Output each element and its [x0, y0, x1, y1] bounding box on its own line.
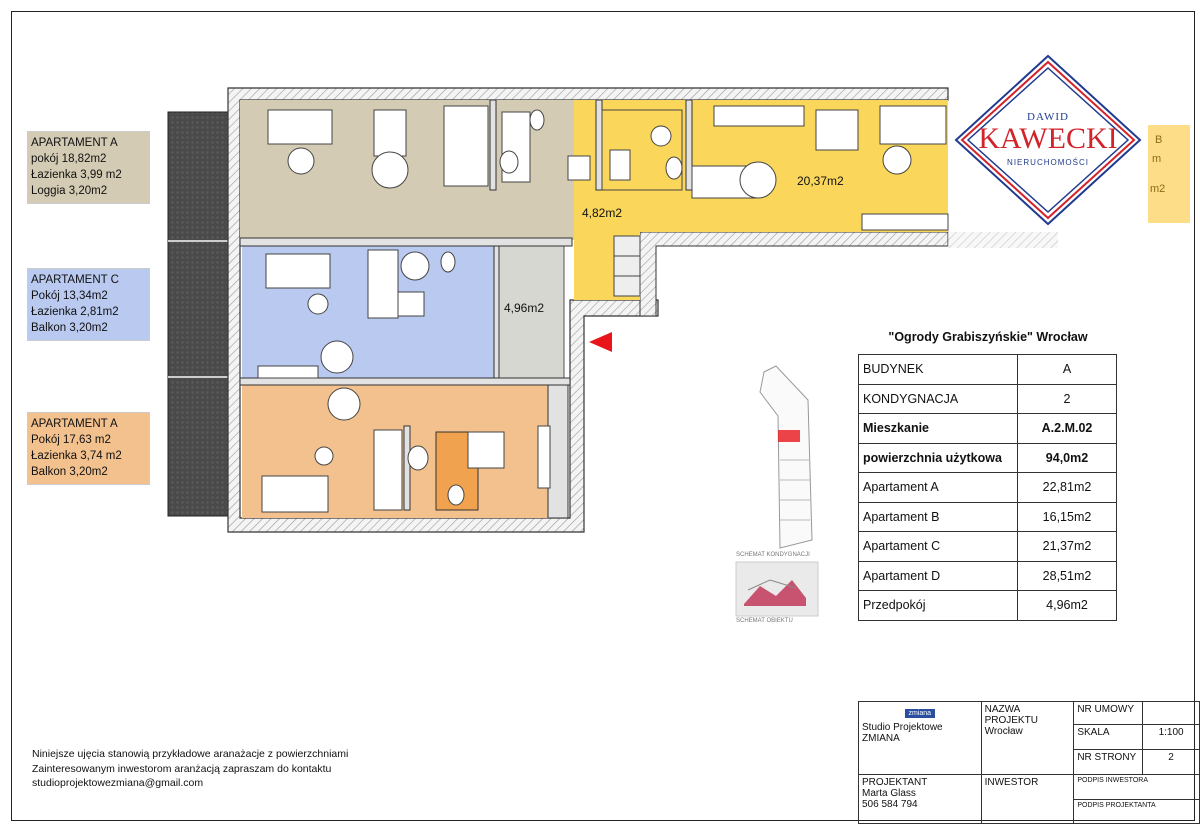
info-key: Mieszkanie — [858, 413, 1018, 444]
object-schematic — [735, 561, 819, 617]
page-label: NR STRONY — [1073, 749, 1144, 775]
hall-area-label: 4,96m2 — [504, 301, 545, 315]
note-line: Zainteresowanym inwestorom aranżacją zap… — [32, 762, 332, 775]
info-key: KONDYGNACJA — [858, 383, 1018, 414]
info-key: Apartament D — [858, 560, 1018, 591]
legend-title: APARTAMENT C — [31, 274, 119, 286]
legend-line: Pokój 17,63 m2 — [31, 434, 111, 446]
designer-name: Marta Glass — [862, 788, 916, 799]
cut-label-m2: m2 — [1150, 183, 1166, 195]
info-value: 22,81m2 — [1017, 472, 1117, 503]
room-hall — [497, 245, 565, 379]
info-value: 21,37m2 — [1017, 531, 1117, 562]
studio-logo-icon: zmiana — [904, 709, 936, 718]
footer-note: Niniejsze ujęcia stanowią przykładowe ar… — [32, 747, 348, 791]
legend-line: pokój 18,82m2 — [31, 153, 107, 165]
page-frame — [11, 11, 1195, 821]
info-value: 28,51m2 — [1017, 560, 1117, 591]
logo-sub: NIERUCHOMOŚCI — [1007, 158, 1089, 167]
scale-label: SKALA — [1073, 724, 1144, 750]
info-value: 4,96m2 — [1017, 590, 1117, 621]
cut-legend-b — [1148, 125, 1190, 223]
info-value: 16,15m2 — [1017, 501, 1117, 532]
info-key: Apartament C — [858, 531, 1018, 562]
contract-label: NR UMOWY — [1073, 701, 1144, 725]
cut-label-m: m — [1152, 153, 1162, 165]
schematic-floor-caption: SCHEMAT KONDYGNACJI — [736, 552, 810, 558]
designer-cell: PROJEKTANT Marta Glass 506 584 794 — [858, 774, 982, 824]
info-key: Apartament A — [858, 472, 1018, 503]
bathroom-d-area-label: 4,82m2 — [582, 206, 623, 220]
info-key: powierzchnia użytkowa — [858, 442, 1018, 473]
legend-line: Pokój 13,34m2 — [31, 290, 108, 302]
legend-title: APARTAMENT A — [31, 418, 118, 430]
project-name-cell: NAZWA PROJEKTU Wrocław — [980, 701, 1075, 775]
kawecki-logo: DAWID KAWECKI NIERUCHOMOŚCI — [950, 52, 1146, 228]
building-schematic — [759, 365, 813, 549]
designer-phone: 506 584 794 — [862, 799, 918, 810]
scale-value: 1:100 — [1142, 724, 1200, 750]
legend-line: Łazienka 3,74 m2 — [31, 450, 122, 462]
legend-title: APARTAMENT A — [31, 137, 118, 149]
legend-line: Łazienka 3,99 m2 — [31, 169, 122, 181]
info-key: Przedpokój — [858, 590, 1018, 621]
note-line: Niniejsze ujęcia stanowią przykładowe ar… — [32, 748, 349, 760]
page-value: 2 — [1142, 749, 1200, 775]
logo-first: DAWID — [1027, 111, 1069, 123]
sign-investor: PODPIS INWESTORA — [1073, 774, 1200, 800]
legend-apartment-a-bottom: APARTAMENT A Pokój 17,63 m2 Łazienka 3,7… — [27, 412, 150, 485]
legend-line: Balkon 3,20m2 — [31, 466, 108, 478]
schematic-object-caption: SCHEMAT OBIEKTU — [736, 618, 793, 624]
studio-cell: zmiana Studio Projektowe ZMIANA — [858, 701, 982, 775]
info-key: BUDYNEK — [858, 354, 1018, 385]
info-key: Apartament B — [858, 501, 1018, 532]
legend-line: Loggia 3,20m2 — [31, 185, 108, 197]
entrance-marker-icon — [589, 332, 612, 352]
studio-logo: zmiana — [862, 707, 978, 718]
title-block: zmiana Studio Projektowe ZMIANA NAZWA PR… — [858, 701, 1200, 824]
note-email: studioprojektowezmiana@gmail.com — [32, 777, 204, 789]
info-value: 94,0m2 — [1017, 442, 1117, 473]
investor-label: INWESTOR — [980, 774, 1075, 824]
studio-name-2: ZMIANA — [862, 733, 900, 744]
balcony-strip — [167, 111, 231, 517]
project-title: "Ogrody Grabiszyńskie" Wrocław — [888, 330, 1088, 344]
legend-line: Łazienka 2,81m2 — [31, 306, 119, 318]
info-value: A — [1017, 354, 1117, 385]
inner-wall — [639, 231, 949, 317]
room-d-area-label: 20,37m2 — [797, 174, 844, 188]
legend-apartment-c: APARTAMENT C Pokój 13,34m2 Łazienka 2,81… — [27, 268, 150, 341]
contract-value — [1142, 701, 1200, 725]
info-value: A.2.M.02 — [1017, 413, 1117, 444]
legend-line: Balkon 3,20m2 — [31, 322, 108, 334]
studio-name-1: Studio Projektowe — [862, 722, 943, 733]
sign-designer: PODPIS PROJEKTANTA — [1073, 798, 1200, 824]
legend-apartment-a-top: APARTAMENT A pokój 18,82m2 Łazienka 3,99… — [27, 131, 150, 204]
logo-last: KAWECKI — [978, 122, 1117, 155]
project-name-label: NAZWA PROJEKTU — [984, 704, 1038, 726]
project-name: Wrocław — [984, 726, 1023, 737]
designer-label: PROJEKTANT — [862, 777, 928, 788]
info-value: 2 — [1017, 383, 1117, 414]
cut-label-b: B — [1155, 134, 1163, 146]
